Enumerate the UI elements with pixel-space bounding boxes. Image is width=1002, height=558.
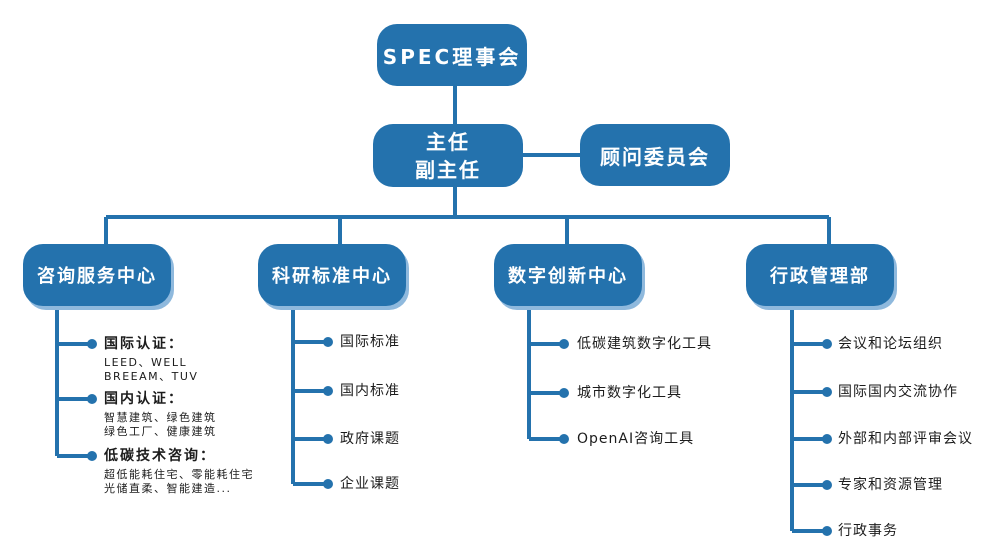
item-sub-text: 绿色工厂、健康建筑	[104, 425, 217, 438]
director-box: 主任 副主任	[373, 124, 523, 187]
bullet-dot	[822, 339, 832, 349]
item-openai-consulting-tools: OpenAI咨询工具	[577, 431, 695, 447]
item-international-certification: 国际认证：	[104, 336, 184, 352]
bullet-dot	[323, 386, 333, 396]
bullet-dot	[822, 480, 832, 490]
item-expert-resource-management: 专家和资源管理	[838, 477, 943, 493]
bullet-dot	[822, 434, 832, 444]
dept-digital-innovation-center: 数字创新中心	[494, 244, 642, 306]
bullet-dot	[559, 339, 569, 349]
item-sub-text: BREEAM、TUV	[104, 370, 199, 383]
bullet-dot	[323, 479, 333, 489]
dept-consulting-center: 咨询服务中心	[23, 244, 171, 306]
bullet-dot	[822, 387, 832, 397]
item-conference-forum-organization: 会议和论坛组织	[838, 336, 943, 352]
spec-council-box: SPEC理事会	[377, 24, 527, 86]
item-sub-text: 超低能耗住宅、零能耗住宅	[104, 468, 254, 481]
advisory-committee-box: 顾问委员会	[580, 124, 730, 186]
item-international-standards: 国际标准	[340, 334, 400, 350]
director-label: 主任	[426, 129, 470, 154]
item-review-meetings: 外部和内部评审会议	[838, 431, 973, 447]
bullet-dot	[559, 434, 569, 444]
bullet-dot	[87, 339, 97, 349]
bullet-dot	[87, 451, 97, 461]
item-sub-text: 智慧建筑、绿色建筑	[104, 411, 217, 424]
bullet-dot	[822, 526, 832, 536]
dept-administration: 行政管理部	[746, 244, 894, 306]
item-low-carbon-digital-tools: 低碳建筑数字化工具	[577, 336, 712, 352]
item-sub-text: LEED、WELL	[104, 356, 188, 369]
item-enterprise-projects: 企业课题	[340, 476, 400, 492]
advisory-committee-label: 顾问委员会	[600, 144, 710, 169]
item-administrative-affairs: 行政事务	[838, 523, 898, 539]
item-sub-text: 光储直柔、智能建造...	[104, 482, 232, 495]
spec-council-label: SPEC理事会	[382, 44, 522, 69]
deputy-director-label: 副主任	[415, 157, 481, 182]
bullet-dot	[323, 434, 333, 444]
dept-label: 行政管理部	[770, 266, 870, 287]
item-urban-digital-tools: 城市数字化工具	[577, 385, 682, 401]
dept-label: 科研标准中心	[272, 266, 392, 287]
dept-label: 数字创新中心	[508, 266, 628, 287]
item-exchange-collaboration: 国际国内交流协作	[838, 384, 958, 400]
bullet-dot	[559, 388, 569, 398]
item-domestic-certification: 国内认证：	[104, 391, 184, 407]
bullet-dot	[323, 337, 333, 347]
bullet-dot	[87, 394, 97, 404]
item-domestic-standards: 国内标准	[340, 383, 400, 399]
dept-label: 咨询服务中心	[37, 266, 157, 287]
item-government-projects: 政府课题	[340, 431, 400, 447]
item-low-carbon-consulting: 低碳技术咨询：	[104, 448, 216, 464]
dept-research-standards-center: 科研标准中心	[258, 244, 406, 306]
